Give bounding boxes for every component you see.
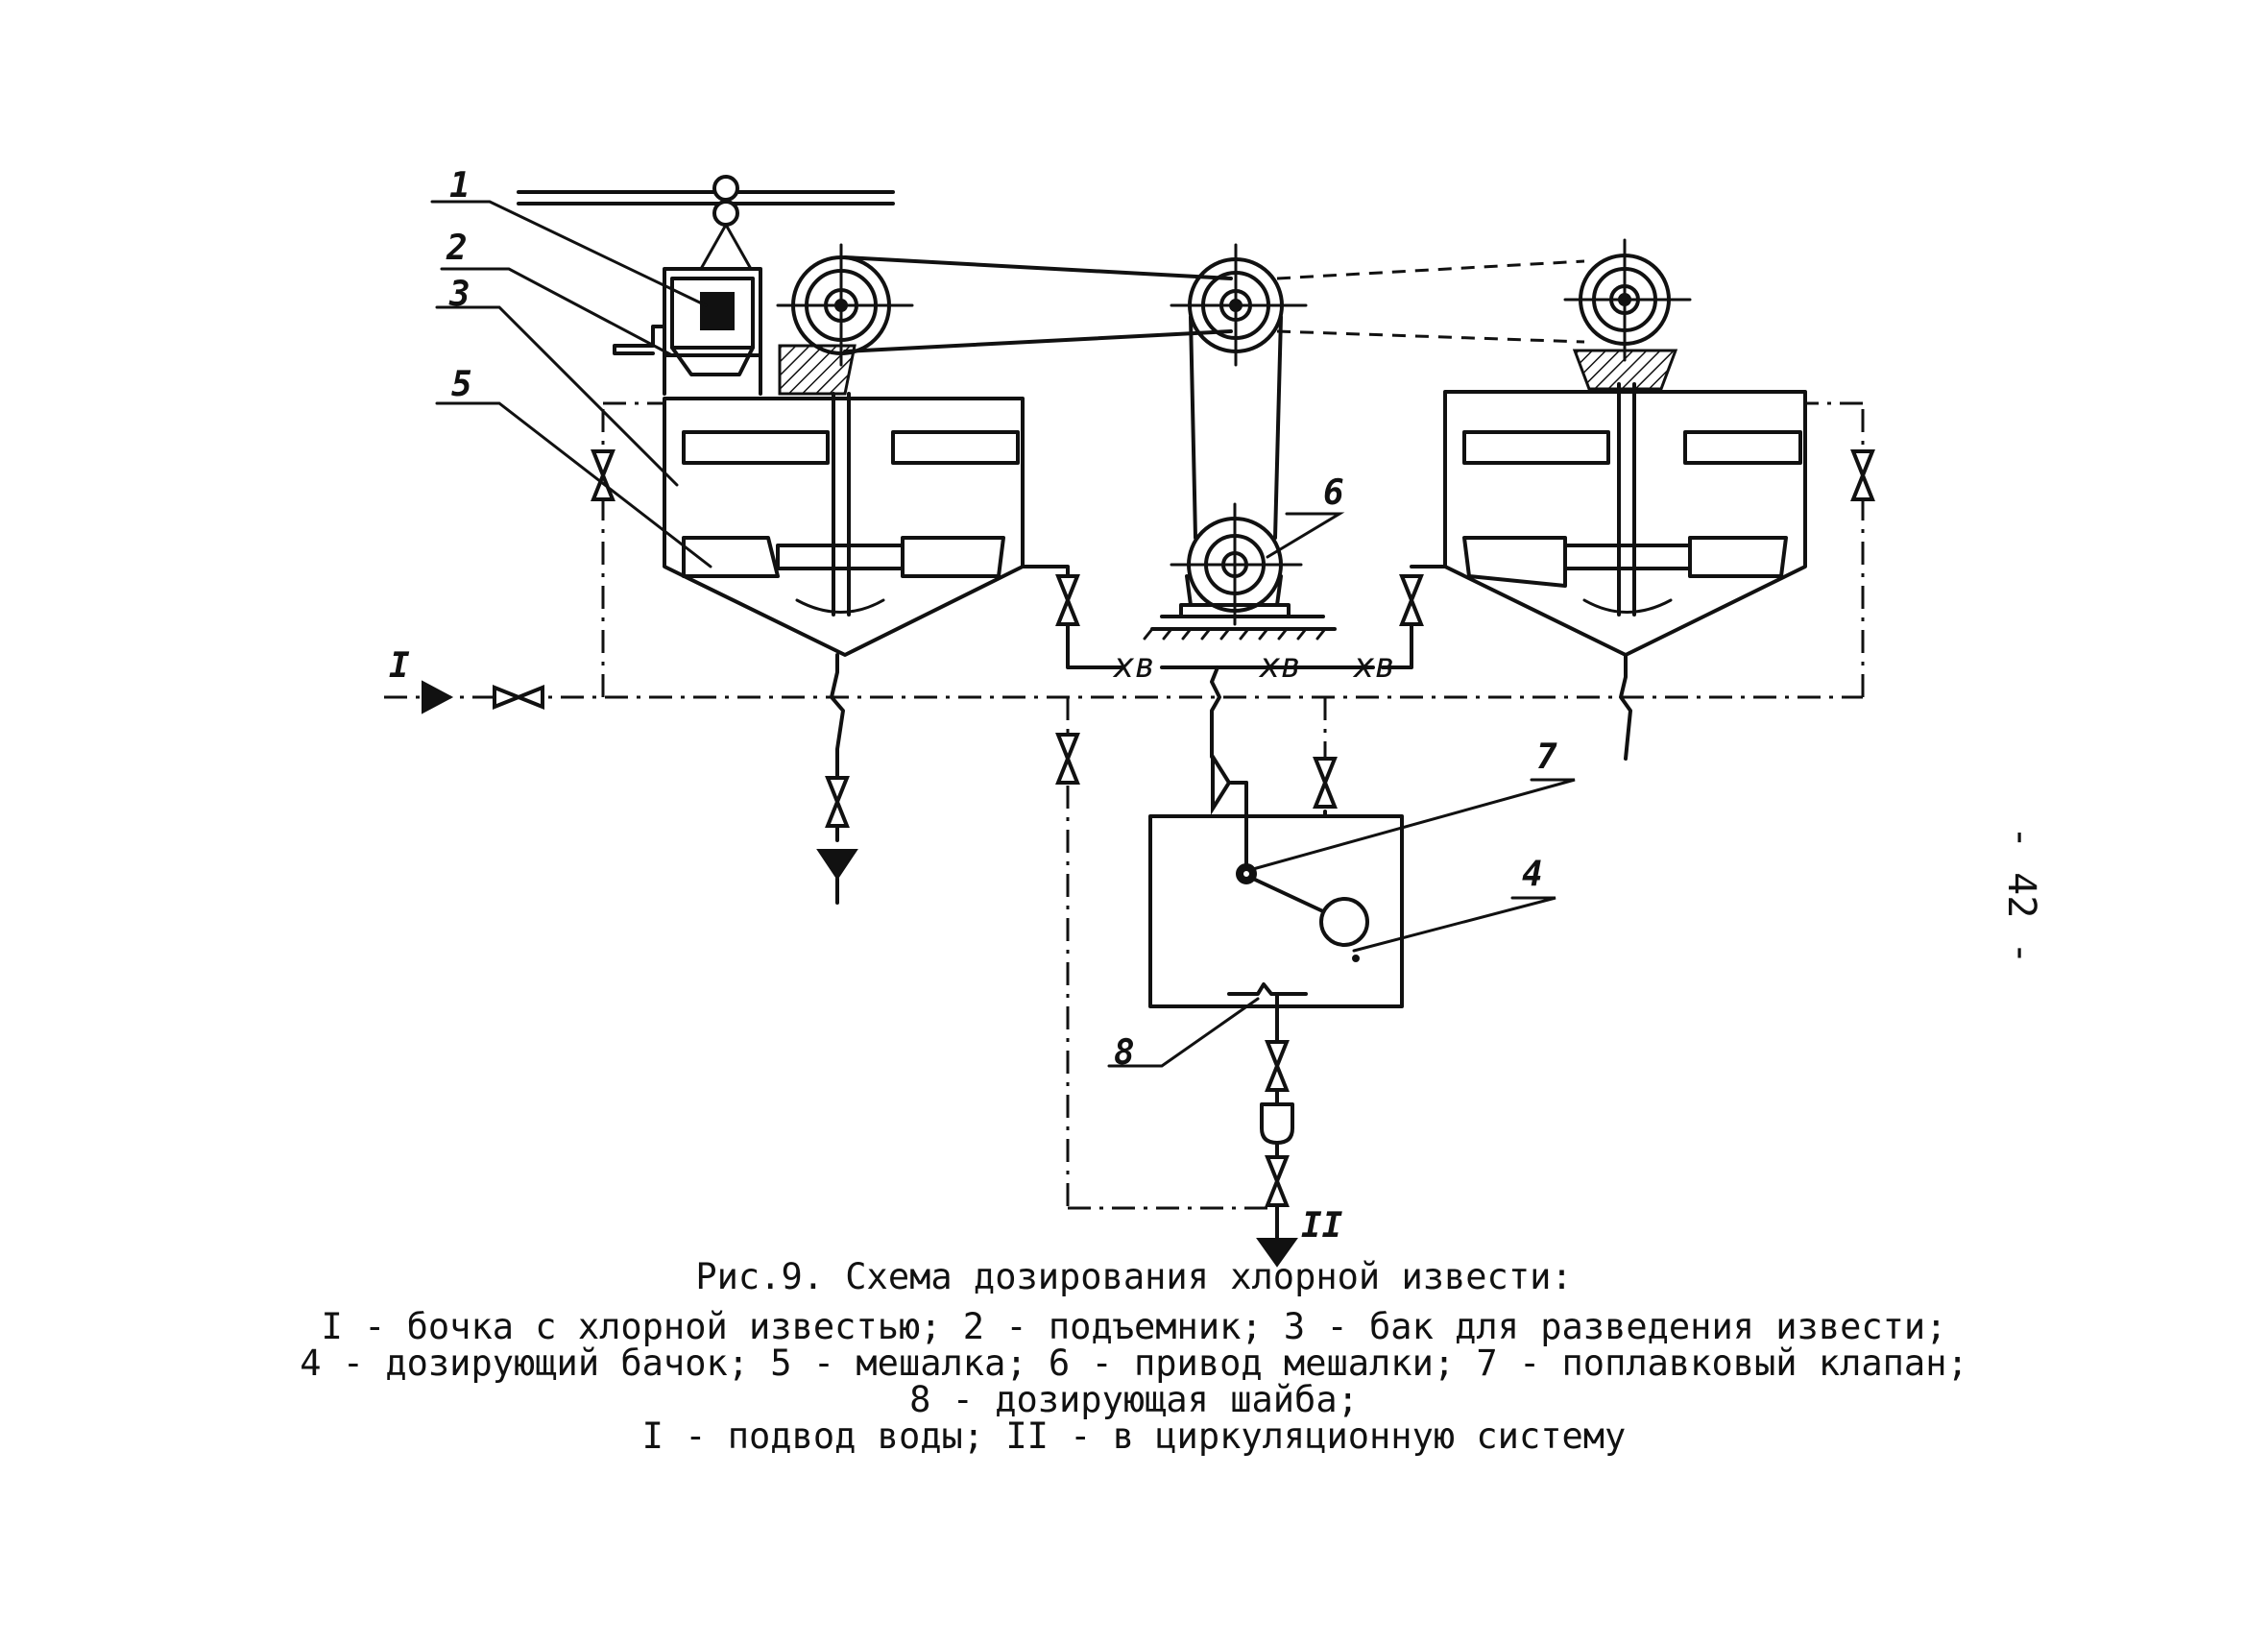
figure-caption-line: 8 - дозирующая шайба; — [909, 1379, 1359, 1420]
label-outlet: II — [1301, 1206, 1343, 1246]
label-8: 8 — [1114, 1033, 1135, 1073]
overhead-rail — [517, 175, 895, 271]
lime-barrel — [613, 267, 762, 396]
dosing-tank — [1148, 781, 1404, 1268]
figure-caption-line: I - подвод воды; II - в циркуляционную с… — [641, 1415, 1627, 1457]
label-2: 2 — [446, 229, 468, 268]
label-1: 1 — [449, 166, 470, 206]
pulley-center — [1170, 243, 1308, 367]
mixing-tank-right — [1443, 349, 1807, 657]
pulley-left — [776, 243, 914, 367]
water-supply-line — [384, 401, 1865, 1210]
figure-caption-line: 4 - дозирующий бачок; 5 - мешалка; 6 - п… — [300, 1343, 1968, 1384]
label-5: 5 — [451, 365, 472, 404]
leader-lines — [430, 200, 1576, 1068]
label-hv-1: хв — [1112, 646, 1155, 686]
mixing-tank-left — [663, 344, 1025, 657]
valves — [493, 449, 1875, 1207]
motor-drive — [1143, 502, 1337, 641]
figure-caption-title: Рис.9. Схема дозирования хлорной извести… — [695, 1256, 1573, 1297]
label-hv-3: хв — [1352, 646, 1395, 686]
label-inlet: I — [389, 646, 410, 686]
pulley-right — [1563, 238, 1692, 362]
label-7: 7 — [1536, 738, 1557, 777]
figure-caption-line: I - бочка с хлорной известью; 2 - подъем… — [321, 1306, 1947, 1347]
label-hv-2: хв — [1258, 646, 1301, 686]
label-3: 3 — [448, 275, 470, 314]
page-number: - 42 - — [1999, 826, 2043, 965]
lime-solution-lines — [830, 565, 1632, 842]
label-6: 6 — [1323, 473, 1344, 513]
label-4: 4 — [1522, 855, 1543, 894]
drain-arrow — [816, 849, 858, 881]
drive-belts — [843, 255, 1585, 540]
